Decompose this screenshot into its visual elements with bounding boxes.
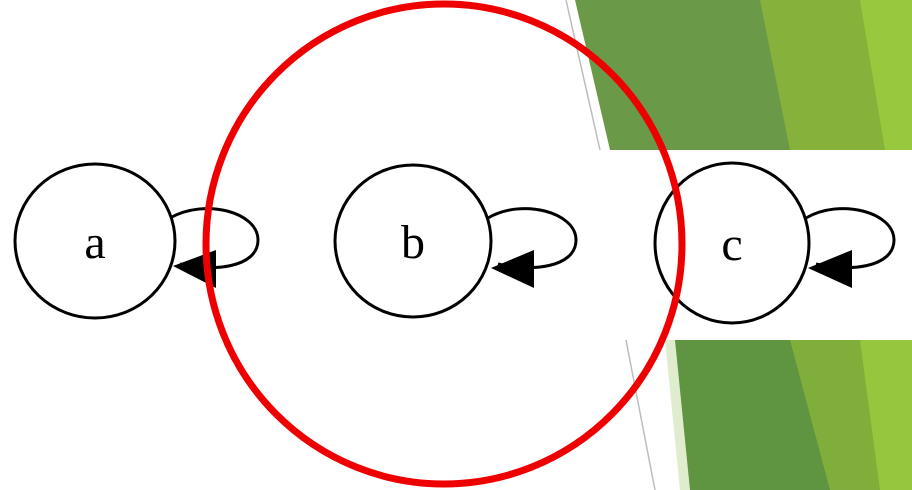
node-a: a [15, 164, 258, 318]
node-label-a: a [84, 216, 105, 269]
node-b: b [335, 165, 576, 317]
arrowhead-b [491, 250, 534, 288]
node-label-c: c [721, 218, 742, 271]
node-label-b: b [401, 216, 425, 269]
